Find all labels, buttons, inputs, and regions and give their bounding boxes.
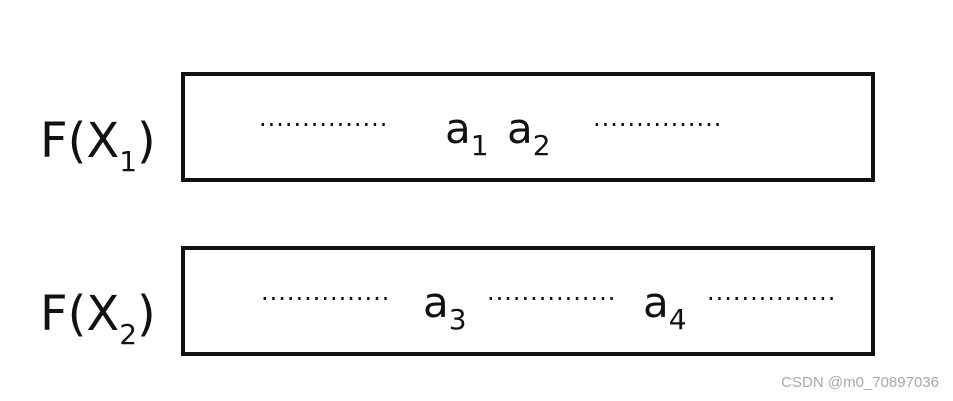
row-1-box: ............... a1 a2 ............... [181,72,875,182]
row-1-term-a1-subscript: 1 [470,129,489,162]
row-1-dots-left: ............... [259,104,389,132]
row-2-label: F(X2) [40,290,156,349]
row-1-dots-right: ............... [593,104,723,132]
row-2-dots-left: ............... [261,278,391,306]
watermark: CSDN @m0_70897036 [781,374,939,391]
row-2-term-a4: a4 [643,282,687,334]
row-1-label-base: F(X [40,113,120,169]
row-1-term-a2-subscript: 2 [532,129,551,162]
row-1-label-close: ) [137,113,156,169]
row-2-term-a4-base: a [643,278,669,327]
row-2-term-a3-base: a [423,278,449,327]
row-2-term-a4-subscript: 4 [668,303,687,336]
row-1-label-subscript: 1 [119,145,138,178]
row-2-term-a3-subscript: 3 [448,303,467,336]
row-2-label-base: F(X [40,286,120,342]
row-1-label: F(X1) [40,117,156,176]
row-2-label-subscript: 2 [119,318,138,351]
row-2-dots-right: ............... [707,278,837,306]
row-2-term-a3: a3 [423,282,467,334]
row-2-dots-middle: ............... [487,278,617,306]
row-2-box: ............... a3 ............... a4 ..… [181,246,875,356]
row-1-term-a1-base: a [445,104,471,153]
row-1-term-a2-base: a [507,104,533,153]
row-1-term-a1: a1 [445,108,489,160]
row-1-term-a2: a2 [507,108,551,160]
row-2-label-close: ) [137,286,156,342]
